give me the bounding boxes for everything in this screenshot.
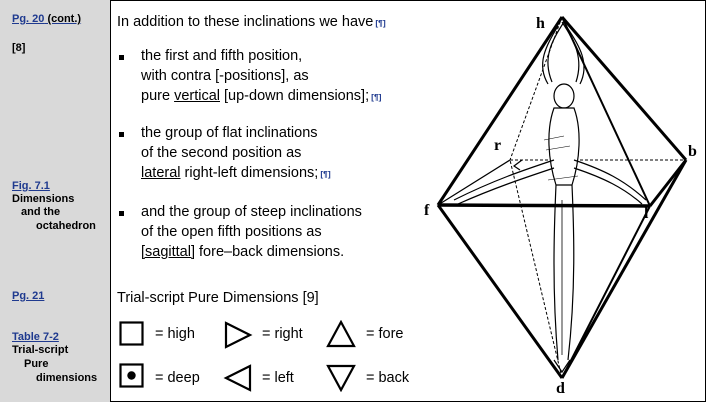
fig-caption-line-3: octahedron [36,220,96,232]
octahedron-edges [436,16,688,379]
fig-caption-line-2: and the [21,206,61,218]
dancer-figure [453,21,647,374]
back-label: = back [366,370,410,386]
vertex-label-h: h [536,15,545,32]
vertex-label-l: l [644,205,649,222]
bullet-1-line-2: with contra [-positions], as [141,68,309,84]
trial-script-heading: Trial-script Pure Dimensions [9] [117,290,319,306]
left-triangle-icon [223,364,252,392]
page-ref-link-20[interactable]: Pg. 20 (cont.) [12,13,82,25]
page-ref-link-21[interactable]: Pg. 21 [12,290,45,302]
bullet-1-line-3: pure vertical [up-down dimensions];[¶] [141,88,382,104]
pilcrow-marker: [¶] [320,169,331,179]
bullet-2-line-3: lateral right-left dimensions;[¶] [141,165,331,181]
vertex-labels: h b r f l d [424,15,697,397]
sidebar [0,0,111,402]
bullet-1-line-1: the first and fifth position, [141,48,303,64]
right-label: = right [262,326,303,342]
table-caption-line-3: dimensions [36,372,98,384]
pilcrow-marker: [¶] [375,18,386,28]
fore-label: = fore [366,326,404,342]
bullet-3-line-2: of the open fifth positions as [141,224,322,240]
bullet-marker [119,55,124,60]
high-square-icon [119,321,144,346]
table-caption-line-2: Pure [24,358,49,370]
note-ref: [8] [12,42,26,54]
back-triangle-icon [326,364,356,392]
fore-triangle-icon [326,320,356,348]
right-triangle-icon [224,321,253,349]
deep-label: = deep [155,370,200,386]
vertex-label-d: d [556,380,565,397]
deep-dot-square-icon [119,363,144,388]
vertex-label-r: r [494,137,501,154]
left-label: = left [262,370,294,386]
table-ref-link[interactable]: Table 7-2 [12,331,59,343]
bullet-3-line-3: [sagittal] fore–back dimensions. [141,244,345,260]
pilcrow-marker: [¶] [371,92,382,102]
figure-ref-link[interactable]: Fig. 7.1 [12,180,50,192]
vertex-label-f: f [424,202,430,219]
bullet-marker [119,132,124,137]
bullet-2-line-1: the group of flat inclinations [141,125,318,141]
fig-caption-line-1: Dimensions [12,193,75,205]
octahedron-figure: h b r f l d [424,15,697,397]
bullet-marker [119,211,124,216]
bullet-2-line-2: of the second position as [141,145,302,161]
vertex-label-b: b [688,143,697,160]
high-label: = high [155,326,195,342]
bullet-3-line-1: and the group of steep inclinations [141,204,362,220]
table-caption-line-1: Trial-script [12,344,69,356]
intro-line: In addition to these inclinations we hav… [117,14,386,30]
